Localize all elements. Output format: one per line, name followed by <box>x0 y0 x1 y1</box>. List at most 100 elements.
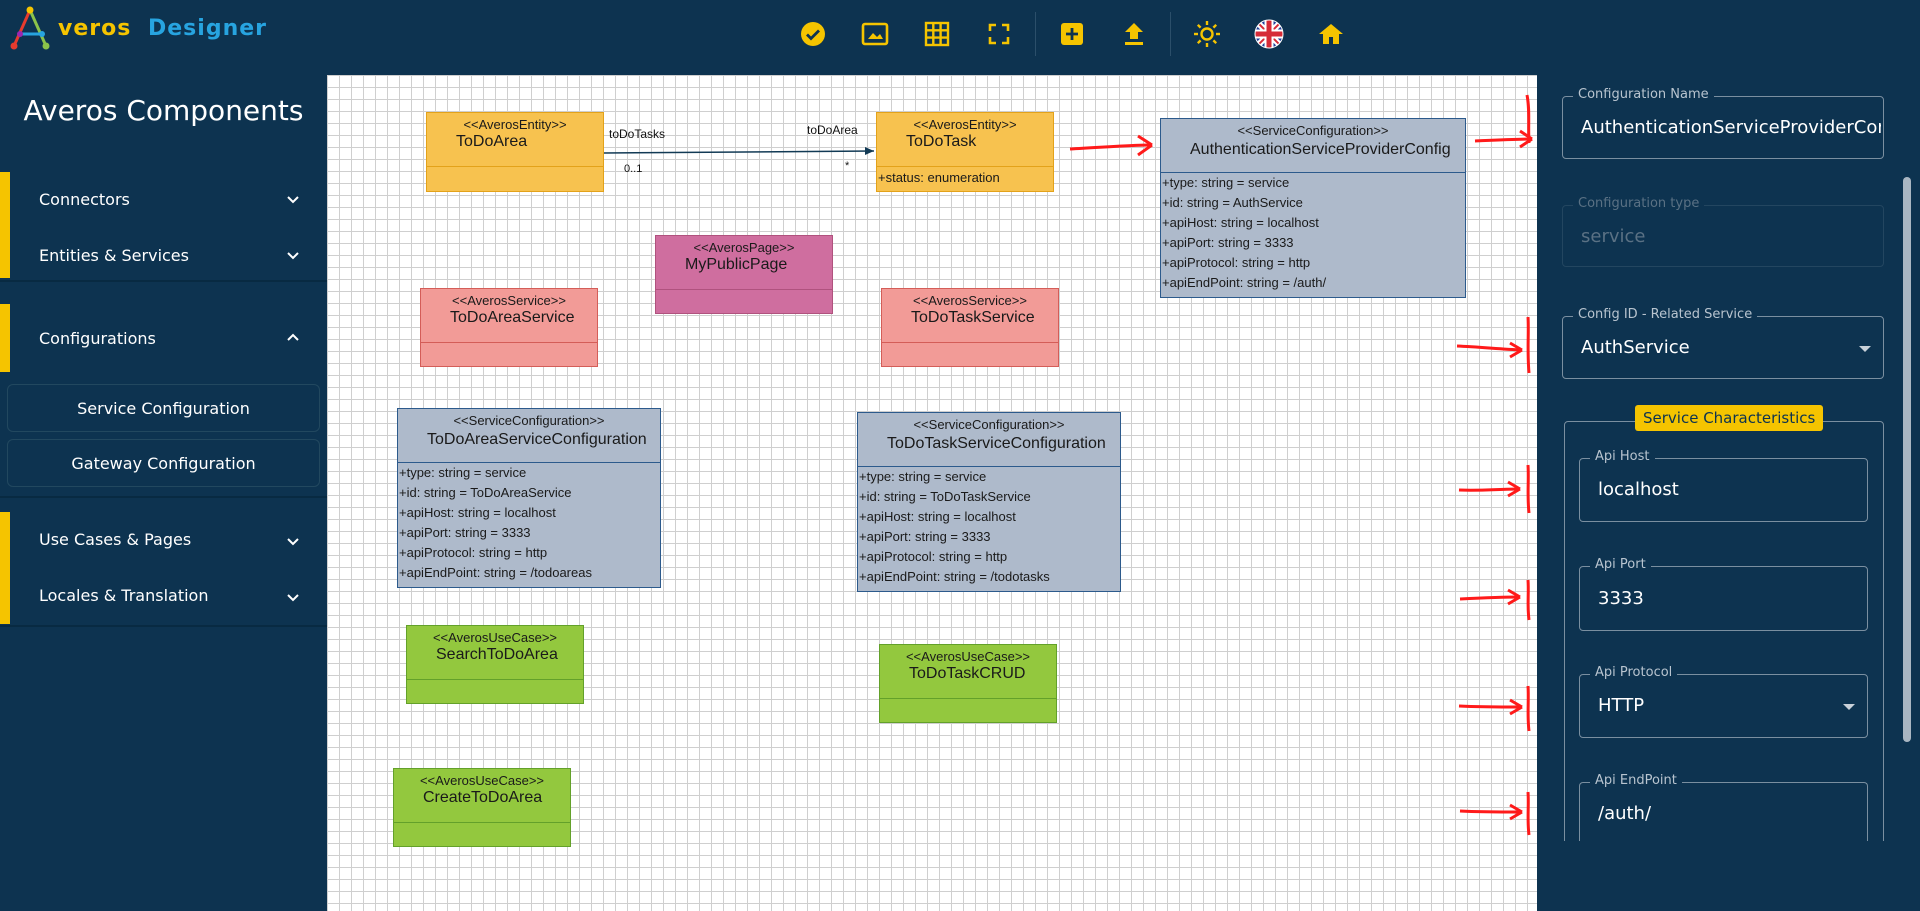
class-attribute: +apiProtocol: string = http <box>399 545 548 560</box>
uml-page-mypublicpage[interactable]: <<AverosPage>> MyPublicPage <box>655 235 833 314</box>
sidebar: Averos Components Connectors Entities & … <box>0 68 327 911</box>
sidebar-item-connectors[interactable]: Connectors <box>39 190 130 209</box>
image-panel-button[interactable] <box>855 14 895 54</box>
top-bar: veros Designer <box>0 0 1920 68</box>
grid-icon <box>924 21 950 47</box>
class-attribute: +id: string = ToDoTaskService <box>859 489 1031 504</box>
stereotype-label: <<AverosEntity>> <box>463 117 567 132</box>
sidebar-item-locales-translation[interactable]: Locales & Translation <box>39 586 209 605</box>
toolbar-divider <box>1035 12 1036 56</box>
uk-flag-icon <box>1254 19 1284 49</box>
chevron-down-icon[interactable] <box>286 591 300 605</box>
api-endpoint-field[interactable]: Api EndPoint /auth/ <box>1579 773 1868 846</box>
uml-entity-todotask[interactable]: <<AverosEntity>> ToDoTask +status: enume… <box>876 112 1054 192</box>
sidebar-group-2 <box>0 512 327 624</box>
averos-logo-icon <box>10 6 50 50</box>
compartment-divider <box>882 342 1058 343</box>
config-type-field: Configuration type service <box>1562 196 1884 267</box>
class-attribute: +apiHost: string = localhost <box>1162 215 1319 230</box>
compartment-divider <box>858 466 1120 467</box>
image-panel-icon <box>861 22 889 46</box>
sidebar-subitem-service-configuration[interactable]: Service Configuration <box>7 384 320 432</box>
class-attribute: +apiEndPoint: string = /todoareas <box>399 565 592 580</box>
class-name: ToDoArea <box>456 133 528 150</box>
chevron-down-icon[interactable] <box>286 193 300 207</box>
upload-icon <box>1125 23 1143 45</box>
class-attribute: +apiProtocol: string = http <box>859 549 1008 564</box>
sidebar-item-entities-services[interactable]: Entities & Services <box>39 246 189 265</box>
class-name: ToDoTaskServiceConfiguration <box>887 435 1106 452</box>
config-type-value: service <box>1581 226 1646 247</box>
config-id-value: AuthService <box>1581 337 1690 358</box>
config-name-value[interactable]: AuthenticationServiceProviderCon <box>1581 117 1881 138</box>
uml-config-todoarea[interactable]: <<ServiceConfiguration>> ToDoAreaService… <box>397 408 661 588</box>
association-multiplicity-left: 0..1 <box>624 163 643 175</box>
upload-button[interactable] <box>1114 14 1154 54</box>
add-component-button[interactable] <box>1052 14 1092 54</box>
config-name-field[interactable]: Configuration Name AuthenticationService… <box>1562 87 1884 159</box>
api-host-field[interactable]: Api Host localhost <box>1579 449 1868 522</box>
app-logo[interactable]: veros Designer <box>8 6 267 50</box>
class-attribute: +type: string = service <box>1162 175 1290 190</box>
sidebar-divider <box>0 496 327 498</box>
language-button[interactable] <box>1249 14 1289 54</box>
compartment-divider <box>421 342 597 343</box>
api-protocol-value: HTTP <box>1598 695 1645 716</box>
api-port-value[interactable]: 3333 <box>1598 588 1644 609</box>
app-name-part1: veros <box>58 15 132 41</box>
diagram-canvas[interactable]: <<AverosEntity>> ToDoArea toDoTasks toDo… <box>327 75 1537 911</box>
class-attribute: +apiEndPoint: string = /todotasks <box>859 569 1050 584</box>
chevron-down-icon[interactable] <box>286 535 300 549</box>
config-id-select[interactable]: Config ID - Related Service AuthService <box>1562 307 1884 379</box>
api-port-field[interactable]: Api Port 3333 <box>1579 557 1868 631</box>
chevron-down-icon[interactable] <box>286 249 300 263</box>
config-name-label: Configuration Name <box>1573 87 1714 102</box>
class-name: SearchToDoArea <box>436 646 558 663</box>
uml-config-authentication[interactable]: <<ServiceConfiguration>> AuthenticationS… <box>1160 118 1466 298</box>
compartment-divider <box>398 462 660 463</box>
add-box-icon <box>1061 23 1083 45</box>
service-characteristics-title: Service Characteristics <box>1635 405 1824 431</box>
stereotype-label: <<AverosUseCase>> <box>432 630 558 645</box>
api-host-value[interactable]: localhost <box>1598 479 1679 500</box>
class-name: ToDoTaskService <box>911 309 1035 326</box>
check-circle-icon <box>801 22 825 46</box>
uml-entity-todoarea[interactable]: <<AverosEntity>> ToDoArea <box>426 112 604 192</box>
uml-service-todoareaservice[interactable]: <<AverosService>> ToDoAreaService <box>420 288 598 367</box>
chevron-up-icon[interactable] <box>286 330 300 344</box>
panel-scrollbar-thumb[interactable] <box>1903 177 1911 742</box>
api-protocol-select[interactable]: Api Protocol HTTP <box>1579 665 1868 738</box>
class-name: ToDoAreaService <box>450 309 575 326</box>
class-attribute: +apiHost: string = localhost <box>859 509 1016 524</box>
grid-toggle-button[interactable] <box>917 14 957 54</box>
class-attribute: +status: enumeration <box>878 170 1000 185</box>
fullscreen-icon <box>988 23 1010 45</box>
dropdown-caret-icon <box>1843 704 1855 710</box>
config-id-label: Config ID - Related Service <box>1573 307 1758 322</box>
fullscreen-button[interactable] <box>979 14 1019 54</box>
association-multiplicity-right: * <box>845 160 850 172</box>
uml-usecase-todotaskcrud[interactable]: <<AverosUseCase>> ToDoTaskCRUD <box>879 644 1057 723</box>
class-attribute: +apiProtocol: string = http <box>1162 255 1311 270</box>
sidebar-item-use-cases-pages[interactable]: Use Cases & Pages <box>39 530 192 549</box>
class-attribute: +apiPort: string = 3333 <box>1162 235 1294 250</box>
stereotype-label: <<AverosUseCase>> <box>905 649 1031 664</box>
validate-button[interactable] <box>793 14 833 54</box>
api-endpoint-value[interactable]: /auth/ <box>1598 803 1652 824</box>
uml-service-todotaskservice[interactable]: <<AverosService>> ToDoTaskService <box>881 288 1059 367</box>
api-port-label: Api Port <box>1590 557 1651 572</box>
stereotype-label: <<AverosService>> <box>913 293 1027 308</box>
class-name: ToDoTaskCRUD <box>909 665 1026 682</box>
uml-usecase-createtodoarea[interactable]: <<AverosUseCase>> CreateToDoArea <box>393 768 571 847</box>
uml-config-todotask[interactable]: <<ServiceConfiguration>> ToDoTaskService… <box>857 412 1121 592</box>
api-endpoint-label: Api EndPoint <box>1590 773 1682 788</box>
uml-usecase-searchtodoarea[interactable]: <<AverosUseCase>> SearchToDoArea <box>406 625 584 704</box>
compartment-divider <box>656 289 832 290</box>
sidebar-item-configurations[interactable]: Configurations <box>39 329 156 348</box>
theme-toggle-button[interactable] <box>1187 14 1227 54</box>
class-attributes: +type: string = service +id: string = To… <box>398 463 592 583</box>
sidebar-subitem-gateway-configuration[interactable]: Gateway Configuration <box>7 439 320 487</box>
class-name: AuthenticationServiceProviderConfig <box>1190 141 1451 158</box>
home-button[interactable] <box>1311 14 1351 54</box>
stereotype-label: <<ServiceConfiguration>> <box>453 413 605 428</box>
